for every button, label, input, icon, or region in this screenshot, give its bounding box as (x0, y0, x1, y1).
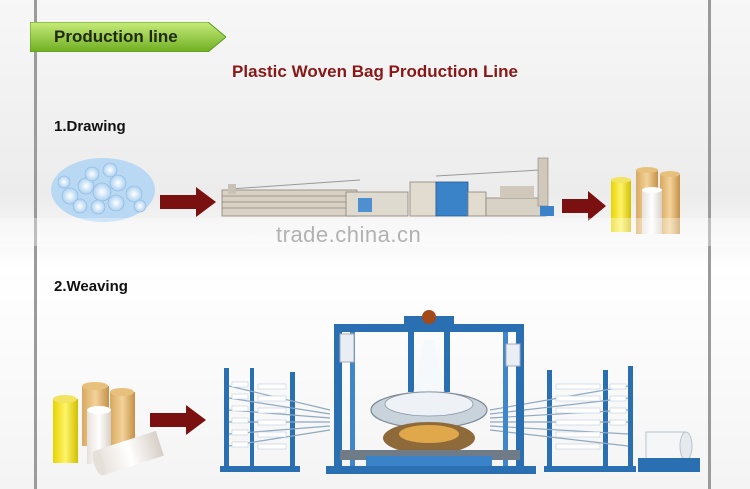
arrow-icon (160, 187, 216, 217)
step-weaving-label: 2.Weaving (54, 278, 128, 295)
page-title: Plastic Woven Bag Production Line (232, 62, 518, 81)
section-tag (30, 22, 226, 52)
extrusion-line-machine (221, 157, 554, 217)
watermark-band (0, 218, 750, 246)
arrow-icon (562, 191, 606, 221)
yarn-bobbins-input (53, 382, 164, 476)
arrow-icon (150, 405, 206, 435)
woven-fabric-roll (638, 431, 700, 472)
creel-left (220, 368, 331, 472)
right-border-line (708, 0, 711, 489)
step-drawing-label: 1.Drawing (54, 118, 126, 135)
creel-right (489, 366, 636, 472)
circular-loom-machine (326, 310, 536, 474)
left-border-line (34, 0, 37, 489)
process-arrows (150, 187, 606, 435)
plastic-pellets-image (51, 158, 155, 222)
tag-label: Production line (54, 27, 178, 46)
yarn-bobbins-output (611, 167, 680, 234)
watermark-text: trade.china.cn (276, 222, 422, 247)
